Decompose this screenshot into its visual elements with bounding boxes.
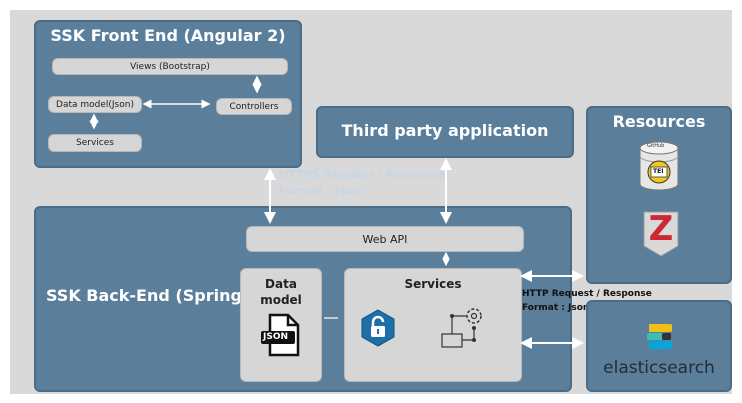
frontend-title: SSK Front End (Angular 2) xyxy=(50,26,286,45)
http-note-line2: Format : Json xyxy=(522,303,590,313)
backend-panel: SSK Back-End (Spring) Web API Data model… xyxy=(34,206,572,392)
https-note-line1: HTTPS Request / Response xyxy=(279,168,446,181)
https-note-line2: Format : Json xyxy=(279,184,362,197)
data-model-card: Data model JSON xyxy=(240,268,322,382)
http-note: HTTP Request / Response Format : Json xyxy=(522,289,652,313)
lock-icon xyxy=(360,308,396,348)
data-model-title-line2: model xyxy=(260,293,302,307)
github-label: GitHub xyxy=(647,143,665,149)
workflow-gear-icon xyxy=(438,306,488,350)
connection-arrows xyxy=(89,75,584,349)
resources-title: Resources xyxy=(612,112,706,131)
web-api-box: Web API xyxy=(246,226,524,252)
resources-panel: Resources GitHub TEI Z xyxy=(586,106,732,284)
controllers-box: Controllers xyxy=(216,98,292,115)
data-model-title-line1: Data xyxy=(265,277,297,291)
third-party-title: Third party application xyxy=(341,121,549,140)
zotero-letter: Z xyxy=(648,209,674,249)
views-box: Views (Bootstrap) xyxy=(52,58,288,75)
backend-title: SSK Back-End (Spring) xyxy=(46,286,250,305)
elasticsearch-panel: elasticsearch xyxy=(586,300,732,392)
json-icon-text: JSON xyxy=(263,332,289,342)
frontend-services-box: Services xyxy=(48,134,142,152)
frontend-panel: SSK Front End (Angular 2) Views (Bootstr… xyxy=(34,20,302,168)
elasticsearch-logo-icon xyxy=(644,322,677,352)
elasticsearch-label: elasticsearch xyxy=(603,358,715,378)
tei-label: TEI xyxy=(653,168,664,175)
zotero-icon: Z xyxy=(640,208,682,258)
https-note: HTTPS Request / Response Format : Json xyxy=(279,168,446,197)
third-party-panel: Third party application xyxy=(316,106,574,158)
diagram-canvas: SSK Front End (Angular 2) Views (Bootstr… xyxy=(10,10,732,394)
tei-database-icon: GitHub TEI xyxy=(638,140,680,192)
json-file-icon: JSON xyxy=(260,313,302,357)
http-note-line1: HTTP Request / Response xyxy=(522,289,652,299)
backend-services-title: Services xyxy=(404,277,462,291)
data-model-box: Data model(Json) xyxy=(48,96,142,113)
